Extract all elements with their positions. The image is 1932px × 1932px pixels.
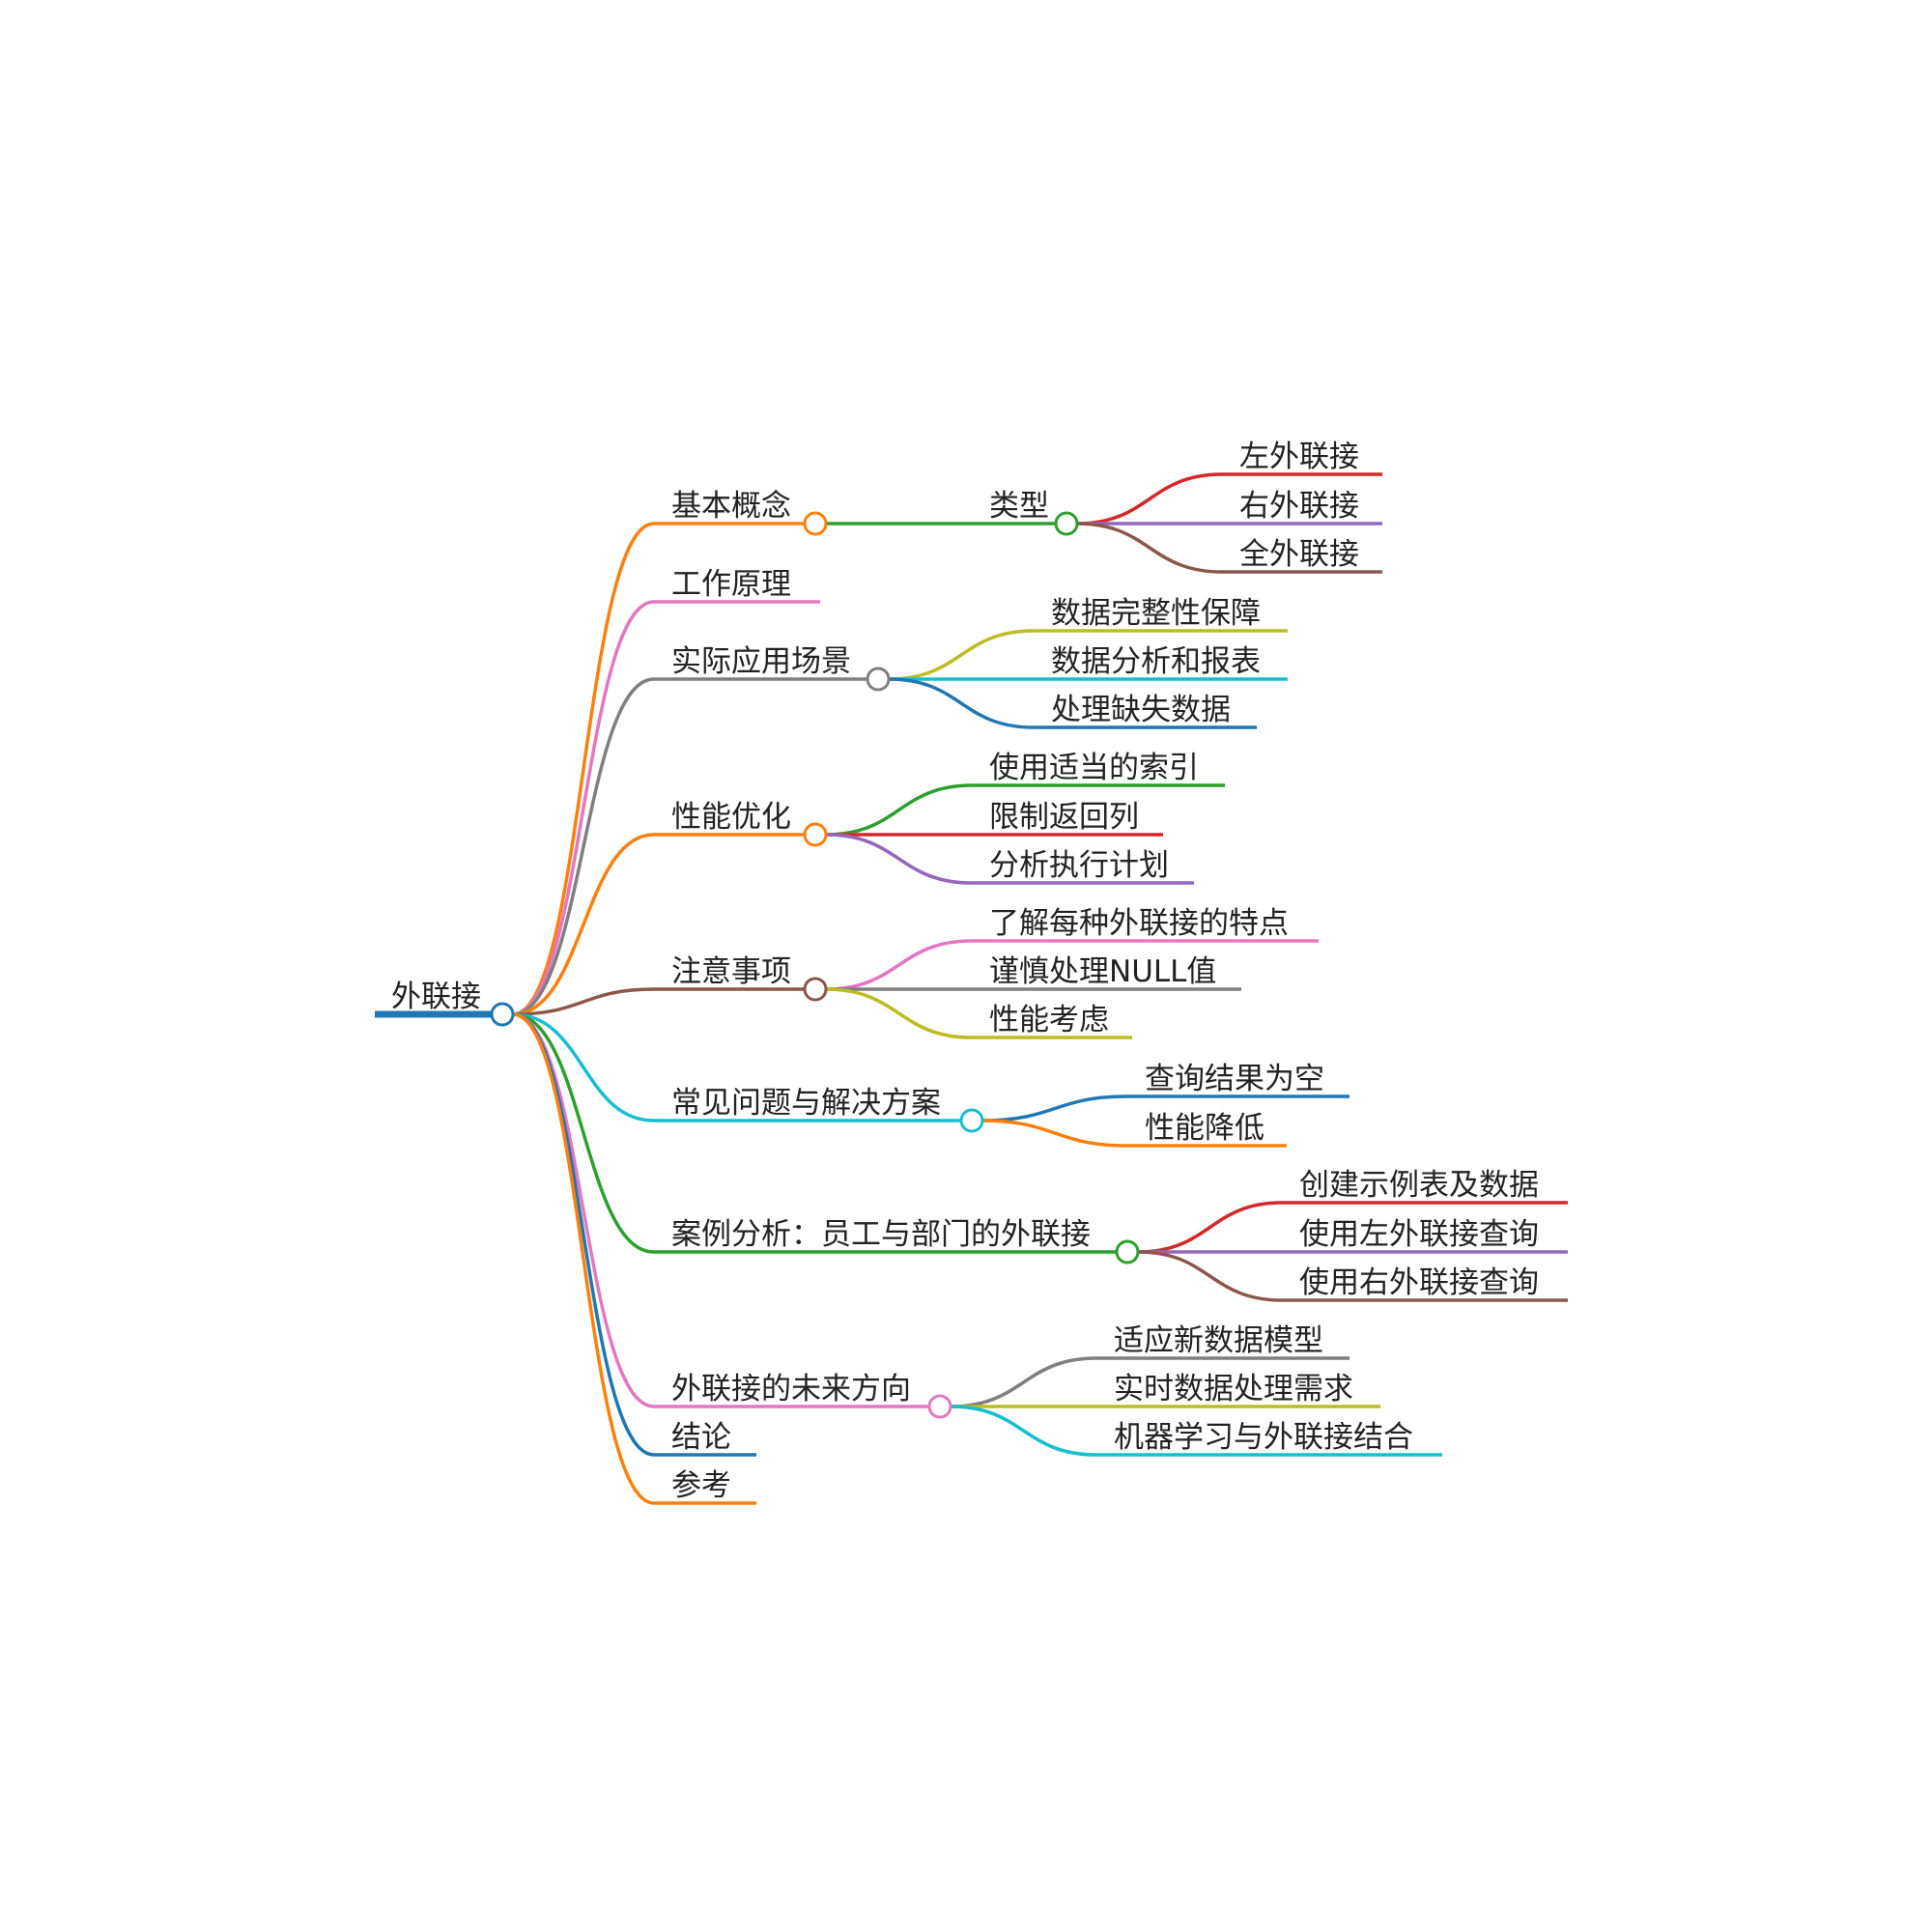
collapse-toggle-icon[interactable] [803,822,828,847]
collapse-toggle-icon[interactable] [959,1108,984,1133]
mindmap-edge [950,1405,1097,1457]
mindmap-edge [512,600,655,1016]
mindmap-edge [1137,1250,1283,1302]
node-label[interactable]: 了解每种外联接的特点 [989,906,1289,941]
node-label[interactable]: 使用右外联接查询 [1299,1265,1539,1300]
mindmap-edge [512,1012,655,1457]
mindmap-edge [1137,1201,1283,1254]
node-label[interactable]: 限制返回列 [989,800,1139,835]
mindmap-edge [512,1012,655,1122]
collapse-toggle-icon[interactable] [803,511,828,536]
mindmap-edge [825,783,973,837]
mindmap-edge [825,987,973,1039]
mindmap-edge [888,629,1035,681]
node-label[interactable]: 常见问题与解决方案 [671,1086,941,1121]
node-label[interactable]: 工作原理 [671,567,791,602]
node-label[interactable]: 外联接的未来方向 [671,1372,911,1406]
collapse-toggle-icon[interactable] [490,1002,515,1027]
node-label[interactable]: 结论 [671,1420,731,1455]
node-label[interactable]: 分析执行计划 [989,848,1169,883]
node-label[interactable]: 左外联接 [1239,440,1359,474]
node-label[interactable]: 创建示例表及数据 [1299,1168,1539,1203]
mindmap-edge [888,677,1035,729]
collapse-toggle-icon[interactable] [803,977,828,1002]
node-label[interactable]: 谨慎处理NULL值 [989,954,1216,989]
mindmap-edge [950,1356,1097,1408]
mindmap-edge [512,833,655,1016]
node-label[interactable]: 性能优化 [671,800,791,835]
node-label[interactable]: 机器学习与外联接结合 [1114,1420,1413,1455]
collapse-toggle-icon[interactable] [1054,511,1079,536]
mindmap-edge [512,677,655,1016]
node-label[interactable]: 类型 [989,489,1049,524]
node-label[interactable]: 参考 [671,1468,731,1503]
node-label[interactable]: 实际应用场景 [671,644,851,679]
node-label[interactable]: 性能考虑 [989,1003,1109,1037]
node-label[interactable]: 案例分析：员工与部门的外联接 [671,1217,1091,1252]
mindmap-edge [981,1094,1128,1122]
mindmap-edge [512,1012,655,1254]
node-label[interactable]: 右外联接 [1239,489,1359,524]
node-label[interactable]: 全外联接 [1239,537,1359,572]
node-label[interactable]: 注意事项 [671,954,791,989]
collapse-toggle-icon[interactable] [1115,1239,1140,1264]
node-label[interactable]: 数据分析和报表 [1051,644,1261,679]
mindmap-edge [512,1012,655,1408]
mindmap-edge [981,1119,1128,1148]
node-label[interactable]: 处理缺失数据 [1051,693,1231,727]
collapse-toggle-icon[interactable] [927,1394,952,1419]
node-label[interactable]: 基本概念 [671,489,791,524]
node-label[interactable]: 实时数据处理需求 [1114,1372,1353,1406]
mindmap-edge [512,522,655,1016]
node-label[interactable]: 使用适当的索引 [989,751,1199,785]
collapse-toggle-icon[interactable] [866,667,891,692]
node-label[interactable]: 使用左外联接查询 [1299,1217,1539,1252]
node-label[interactable]: 适应新数据模型 [1114,1323,1323,1358]
node-label[interactable]: 查询结果为空 [1145,1062,1324,1096]
mindmap-edge [512,987,655,1016]
node-label[interactable]: 数据完整性保障 [1051,596,1261,631]
mindmap-edge [1076,522,1223,574]
mindmap-edge [825,939,973,991]
node-label[interactable]: 外联接 [391,980,481,1014]
mindmap-edge [825,833,973,885]
mindmap-edge [512,1012,655,1505]
mindmap-edge [1076,472,1223,526]
node-label[interactable]: 性能降低 [1145,1111,1264,1146]
